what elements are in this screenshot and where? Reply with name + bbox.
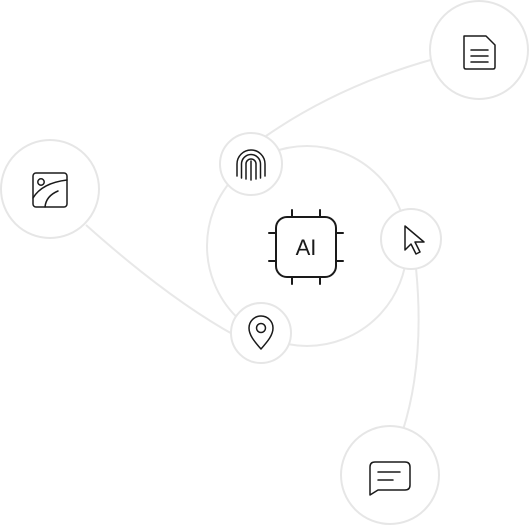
connector-image-location [85,224,237,337]
node-location[interactable] [230,302,292,364]
cursor-pointer-icon [404,225,425,255]
center-ai-node: AI [268,209,344,285]
node-image[interactable] [0,139,100,239]
image-icon [32,172,68,208]
center-label: AI [296,235,317,260]
node-fingerprint[interactable] [219,132,283,196]
document-icon [463,35,496,70]
node-document[interactable] [429,0,529,100]
node-cursor[interactable] [380,208,442,270]
location-pin-icon [248,315,274,350]
fingerprint-icon [236,149,266,181]
connector-cursor-chat [402,267,420,431]
node-chat[interactable] [340,425,440,525]
chat-bubble-icon [369,461,411,496]
ai-chip-icon [268,209,344,285]
connector-fingerprint-document [265,58,435,137]
